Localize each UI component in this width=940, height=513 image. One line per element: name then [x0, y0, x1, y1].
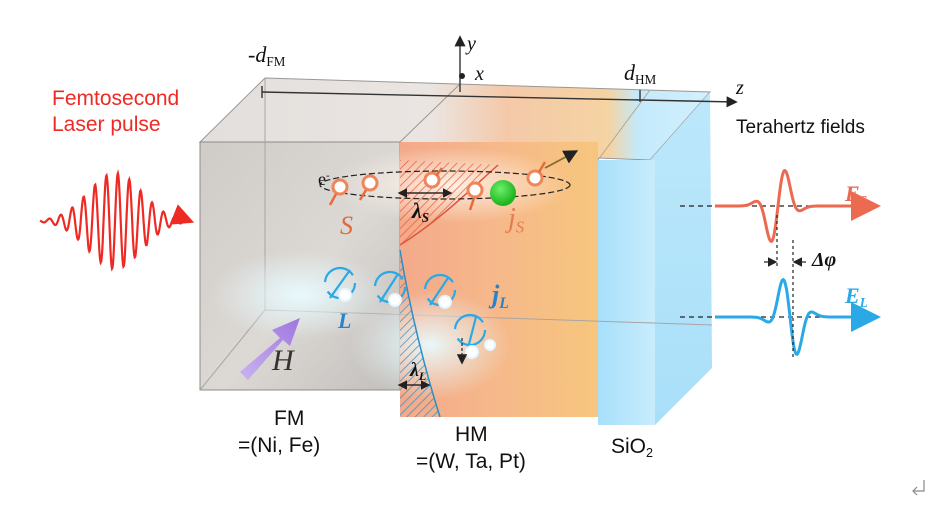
- return-glyph: [912, 486, 918, 496]
- s-label: S: [340, 211, 353, 240]
- hm-title: HM: [455, 423, 488, 446]
- sio2-side-face: [650, 92, 712, 425]
- delta-phi-label: Δφ: [812, 249, 837, 271]
- js-label: jS: [508, 203, 525, 237]
- electron-label: e-: [318, 169, 330, 189]
- thz-title: Terahertz fields: [736, 117, 865, 138]
- lambda-s-curve: [399, 164, 499, 246]
- es-waveform: [715, 168, 881, 244]
- es-label: ES: [845, 181, 868, 209]
- fm-composition: =(Ni, Fe): [238, 434, 321, 457]
- laser-title-line1: Femtosecond: [52, 87, 180, 110]
- lambda-s-label: λS: [412, 198, 430, 226]
- layer-divider: [597, 89, 651, 161]
- glow-cyan: [350, 290, 510, 400]
- x-axis-dot: [459, 73, 465, 79]
- glow-cyan: [210, 250, 390, 340]
- orbital-electron-group: [338, 288, 496, 359]
- spin-current-arrow: [544, 150, 579, 169]
- y-axis-label: y: [467, 33, 476, 55]
- l-label: L: [338, 308, 352, 333]
- el-label: EL: [845, 283, 868, 311]
- d-hm-label: dHM: [624, 60, 657, 88]
- spin-electron-group: [328, 161, 547, 211]
- fm-title: FM: [274, 407, 305, 430]
- h-label: H: [272, 344, 294, 377]
- z-axis-label: z: [736, 77, 744, 99]
- layer-divider: [399, 83, 461, 143]
- spin-orbit-path: [319, 170, 571, 200]
- sio2-label: SiO2: [611, 435, 654, 461]
- lambda-l-hatch: [400, 250, 440, 417]
- laser-pulse-wave: [39, 169, 195, 272]
- lambda-l-curve: [399, 249, 441, 418]
- h-field-arrow: [240, 318, 300, 380]
- laser-title-line2: Laser pulse: [52, 113, 161, 136]
- return-glyph: [914, 480, 925, 492]
- z-axis: [261, 91, 738, 108]
- x-axis-label: x: [475, 63, 484, 85]
- d-fm-label: -dFM: [248, 42, 286, 70]
- lambda-l-label: λL: [410, 359, 427, 383]
- sio2-layer: [598, 160, 655, 425]
- hm-composition: =(W, Ta, Pt): [416, 450, 526, 473]
- js-dot: [490, 180, 516, 206]
- jl-label: jL: [492, 280, 509, 312]
